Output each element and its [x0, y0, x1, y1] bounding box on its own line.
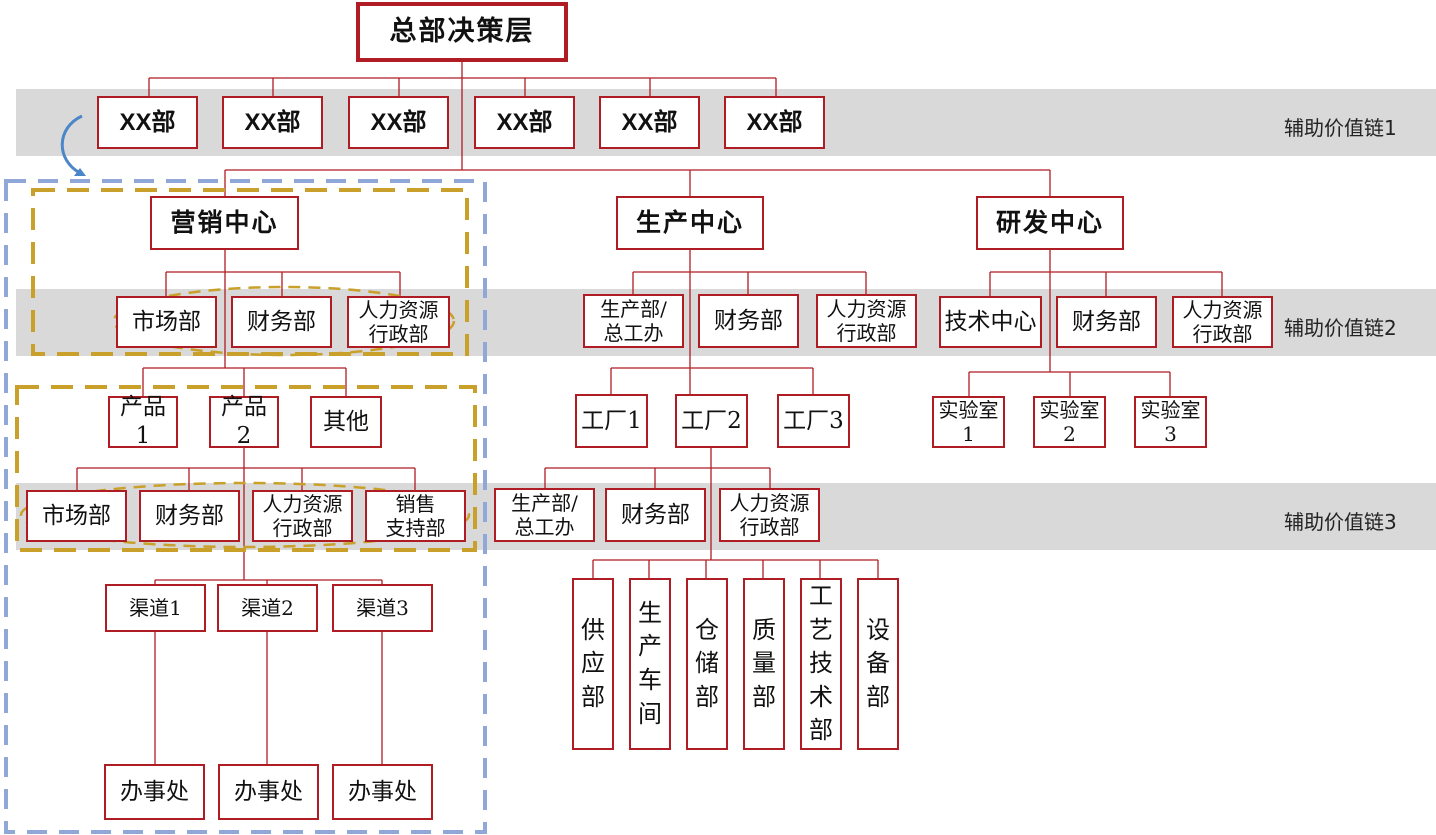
workshop-label: 生产车间	[638, 598, 662, 728]
product-box: 其他	[310, 396, 382, 448]
workshop-label: 仓储部	[695, 615, 719, 711]
functional-dept-box: XX部	[599, 96, 700, 149]
workshop-box: 供应部	[572, 578, 614, 750]
functional-dept-box: XX部	[222, 96, 323, 149]
support-chain-label-2: 辅助价值链2	[1284, 316, 1397, 340]
workshop-box: 设备部	[857, 578, 899, 750]
factory-support-box: 人力资源 行政部	[719, 488, 820, 542]
product-support-box: 销售 支持部	[365, 490, 466, 542]
rnd-support-box: 技术中心	[939, 296, 1042, 348]
functional-dept-box: XX部	[348, 96, 449, 149]
headquarters-box: 总部决策层	[356, 2, 568, 62]
lab-box: 实验室2	[1033, 396, 1106, 448]
marketing-support-box: 人力资源 行政部	[347, 296, 450, 348]
workshop-box: 质量部	[743, 578, 785, 750]
workshop-label: 工艺技术部	[809, 582, 833, 745]
production-support-box: 财务部	[698, 294, 799, 348]
product-support-box: 财务部	[139, 490, 240, 542]
lab-box: 实验室1	[932, 396, 1005, 448]
lab-box: 实验室3	[1134, 396, 1207, 448]
office-box: 办事处	[218, 764, 319, 820]
production-center-box: 生产中心	[616, 196, 764, 250]
workshop-box: 工艺技术部	[800, 578, 842, 750]
rnd-support-box: 财务部	[1056, 296, 1157, 348]
workshop-label: 设备部	[866, 615, 890, 711]
marketing-support-box: 市场部	[116, 296, 217, 348]
product-box: 产品 2	[209, 394, 279, 449]
factory-box: 工厂3	[777, 394, 850, 448]
product-support-box: 人力资源 行政部	[252, 490, 353, 542]
factory-support-box: 生产部/ 总工办	[494, 488, 595, 542]
channel-box: 渠道2	[217, 584, 318, 632]
channel-box: 渠道1	[105, 584, 206, 632]
workshop-box: 仓储部	[686, 578, 728, 750]
office-box: 办事处	[332, 764, 433, 820]
factory-box: 工厂1	[575, 394, 648, 448]
support-chain-label-3: 辅助价值链3	[1284, 510, 1397, 534]
functional-dept-box: XX部	[97, 96, 198, 149]
factory-support-box: 财务部	[605, 488, 706, 542]
marketing-support-box: 财务部	[231, 296, 332, 348]
office-box: 办事处	[104, 764, 205, 820]
production-support-box: 生产部/ 总工办	[583, 294, 684, 348]
production-support-box: 人力资源 行政部	[816, 294, 917, 348]
functional-dept-box: XX部	[724, 96, 825, 149]
workshop-label: 质量部	[752, 615, 776, 711]
rnd-support-box: 人力资源 行政部	[1172, 296, 1273, 348]
product-box: 产品 1	[108, 394, 178, 449]
channel-box: 渠道3	[332, 584, 433, 632]
functional-dept-box: XX部	[474, 96, 575, 149]
factory-box: 工厂2	[675, 394, 748, 448]
rnd-center-box: 研发中心	[976, 196, 1124, 250]
workshop-box: 生产车间	[629, 578, 671, 750]
support-chain-label-1: 辅助价值链1	[1284, 116, 1397, 140]
workshop-label: 供应部	[581, 615, 605, 711]
product-support-box: 市场部	[26, 490, 127, 542]
marketing-center-box: 营销中心	[150, 196, 299, 250]
